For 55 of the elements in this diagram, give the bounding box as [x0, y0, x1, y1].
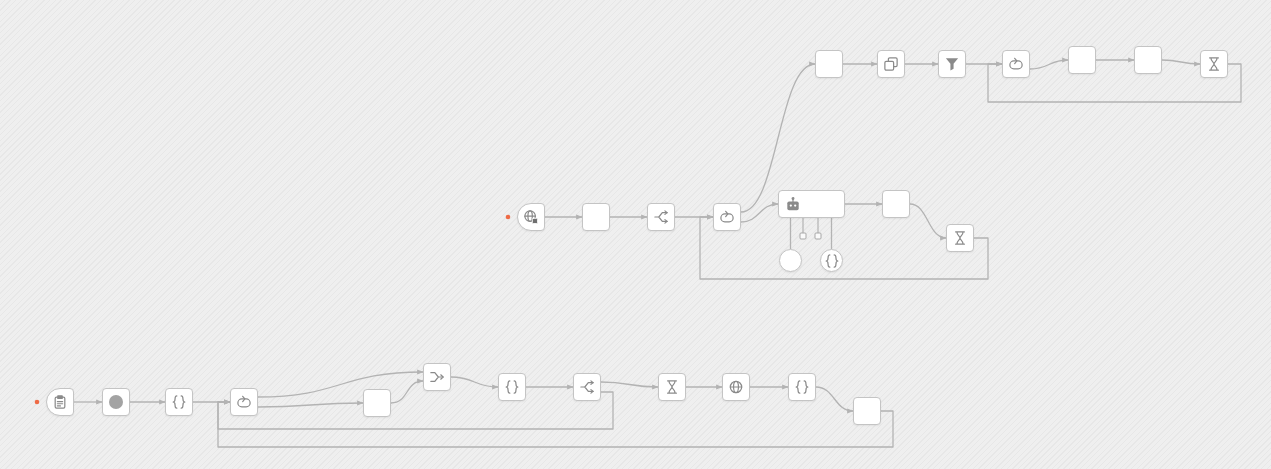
workflow-node [582, 203, 610, 231]
connector [1161, 59, 1201, 67]
connector [390, 379, 424, 404]
workflow-node [102, 388, 130, 416]
connector [987, 61, 1242, 103]
workflow-node [946, 224, 974, 252]
workflow-node [788, 373, 816, 401]
connector [1029, 57, 1069, 70]
sub-node-circle [779, 249, 802, 272]
connector [789, 217, 792, 250]
workflow-node [882, 190, 910, 218]
connector [844, 201, 883, 207]
connector [842, 61, 878, 67]
connector [830, 217, 833, 250]
workflow-node [573, 373, 601, 401]
connector [450, 376, 499, 390]
workflow-node [877, 50, 905, 78]
workflow-node [423, 363, 451, 391]
connector [257, 369, 424, 398]
workflow-node [1200, 50, 1228, 78]
workflow-node [363, 389, 391, 417]
connector [217, 391, 614, 430]
workflow-node [722, 373, 750, 401]
connector [1095, 57, 1135, 63]
connector [740, 63, 816, 213]
connector [544, 214, 583, 220]
connector [257, 400, 364, 408]
connector [609, 214, 648, 220]
workflow-node [713, 203, 741, 231]
workflow-node [230, 388, 258, 416]
workflow-node [647, 203, 675, 231]
connector [600, 381, 659, 390]
connector [740, 201, 779, 223]
workflow-node [938, 50, 966, 78]
connector [129, 399, 166, 405]
workflow-node [658, 373, 686, 401]
connector [909, 203, 947, 240]
connector [904, 61, 939, 67]
workflow-node [853, 397, 881, 425]
workflow-node [1068, 46, 1096, 74]
connector [699, 214, 989, 280]
connector [815, 386, 854, 413]
workflow-node [778, 190, 845, 218]
workflow-node [498, 373, 526, 401]
trigger-node [46, 388, 74, 416]
connector [217, 399, 894, 448]
trigger-node [517, 203, 545, 231]
workflow-node [165, 388, 193, 416]
connector [749, 384, 789, 390]
workflow-node [815, 50, 843, 78]
connector [73, 399, 103, 405]
connector [685, 384, 723, 390]
workflow-node [1002, 50, 1030, 78]
connector [525, 384, 574, 390]
workflow-node [1134, 46, 1162, 74]
